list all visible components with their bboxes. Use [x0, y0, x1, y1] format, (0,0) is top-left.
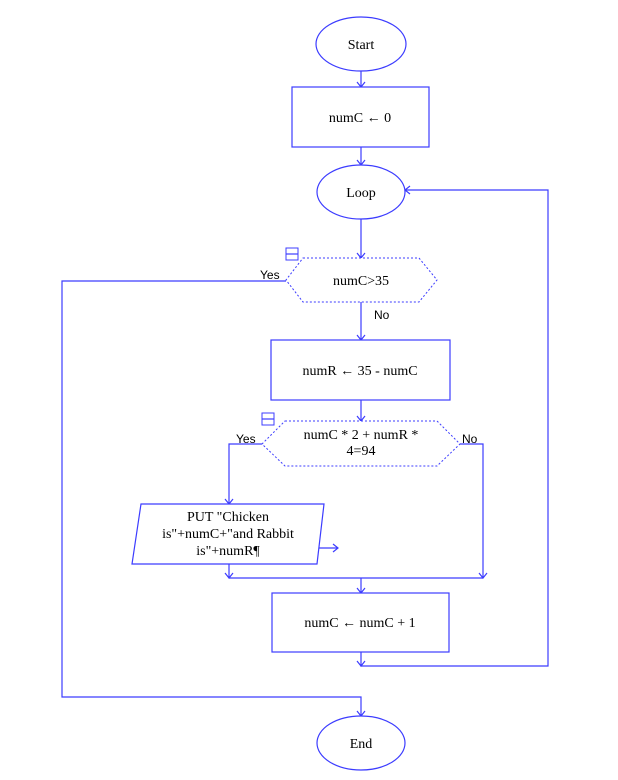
decision1-no-label: No	[374, 308, 390, 322]
decision2-label-line2: 4=94	[347, 444, 376, 459]
decision2-yes-label: Yes	[236, 432, 256, 446]
output-shape	[131, 503, 325, 565]
edge-increment-loop	[360, 189, 549, 667]
connectors	[61, 71, 549, 716]
decision2-no-label: No	[462, 432, 478, 446]
init-node[interactable]: numC ← 0	[291, 86, 430, 148]
decision1-yes-label: Yes	[260, 268, 280, 282]
loop-label: Loop	[346, 186, 376, 201]
end-label: End	[350, 737, 373, 752]
output-label-line2: is"+numC+"and Rabbit	[162, 527, 294, 542]
decision1-shape	[285, 257, 438, 303]
decision-equation[interactable]: numC * 2 + numR * 4=94	[261, 420, 461, 467]
output-label-line3: is"+numR¶	[196, 544, 260, 559]
decision2-shape	[261, 420, 461, 467]
output-node[interactable]: PUT "Chicken is"+numC+"and Rabbit is"+nu…	[131, 503, 325, 565]
decision2-label-line1: numC * 2 + numR *	[304, 428, 419, 443]
decision1-label: numC>35	[333, 274, 389, 289]
loop-ellipse	[316, 164, 406, 220]
start-label: Start	[348, 38, 375, 53]
end-ellipse	[316, 715, 406, 771]
arrowhead	[332, 543, 339, 553]
init-box	[291, 86, 430, 148]
assign-numr-node[interactable]: numR ← 35 - numC	[270, 339, 451, 401]
output-label-line1: PUT "Chicken	[187, 510, 269, 525]
collapse-toggle-icon[interactable]	[285, 247, 299, 261]
arrowhead	[478, 572, 488, 579]
increment-label: numC ← numC + 1	[304, 616, 415, 631]
arrowhead	[356, 660, 366, 667]
edge-cond2-no-join	[460, 443, 484, 578]
edge-cond1-yes-end	[61, 280, 362, 716]
start-node[interactable]: Start	[315, 16, 407, 72]
decision-numc-gt-35[interactable]: numC>35	[285, 257, 438, 303]
edge-cond2-yes-output	[228, 443, 262, 504]
collapse-toggle-icon[interactable]	[261, 412, 275, 426]
loop-node[interactable]: Loop	[316, 164, 406, 220]
arrowhead	[224, 572, 234, 579]
increment-node[interactable]: numC ← numC + 1	[271, 592, 450, 653]
assign-box	[270, 339, 451, 401]
assign-label: numR ← 35 - numC	[302, 364, 417, 379]
end-node[interactable]: End	[316, 715, 406, 771]
start-ellipse	[315, 16, 407, 72]
increment-box	[271, 592, 450, 653]
init-label: numC ← 0	[329, 111, 391, 126]
